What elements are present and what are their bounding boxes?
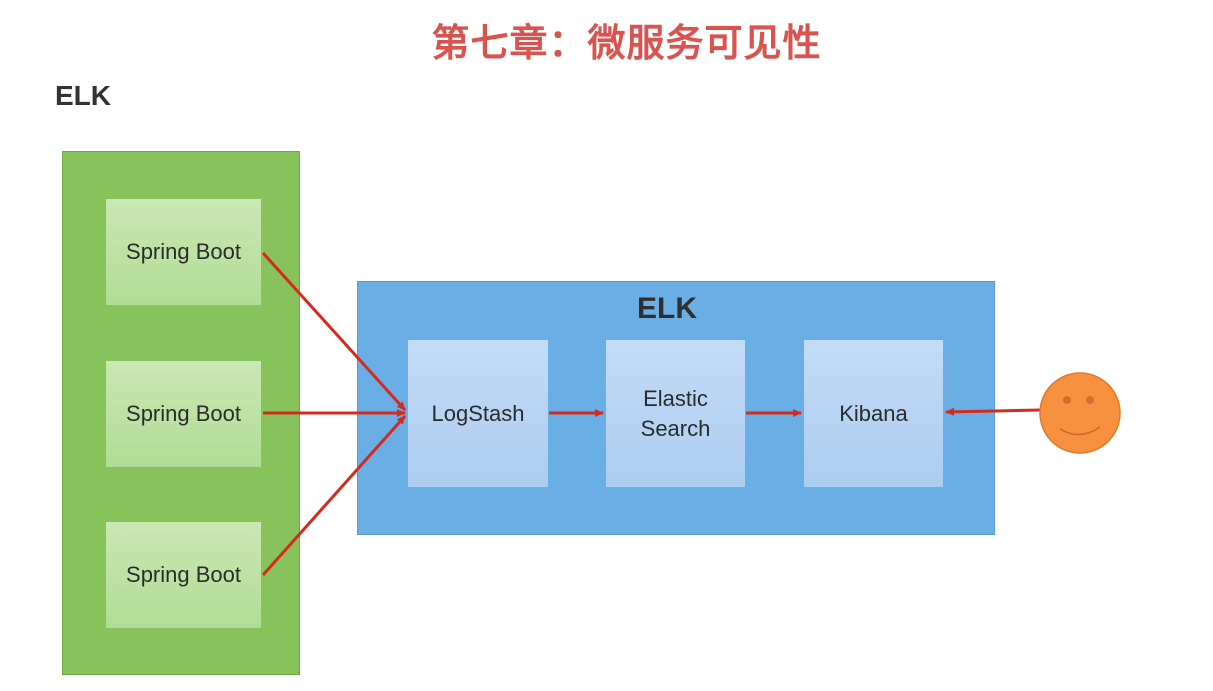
section-heading: ELK <box>55 80 111 111</box>
logstash-box: LogStash <box>408 340 548 487</box>
elastic-search-box: Elastic Search <box>606 340 745 487</box>
smiley-face-icon <box>1039 372 1121 454</box>
spring-boot-service-3: Spring Boot <box>106 522 261 628</box>
elk-group-label: ELK <box>637 292 697 325</box>
arrow-user-to-kibana <box>945 407 1041 416</box>
arrow-service3-to-logstash <box>261 415 407 576</box>
page-title: 第七章：微服务可见性 <box>431 21 822 65</box>
kibana-box: Kibana <box>804 340 943 487</box>
arrow-service1-to-logstash <box>261 251 407 412</box>
spring-boot-service-2: Spring Boot <box>106 361 261 467</box>
spring-boot-service-1: Spring Boot <box>106 199 261 305</box>
